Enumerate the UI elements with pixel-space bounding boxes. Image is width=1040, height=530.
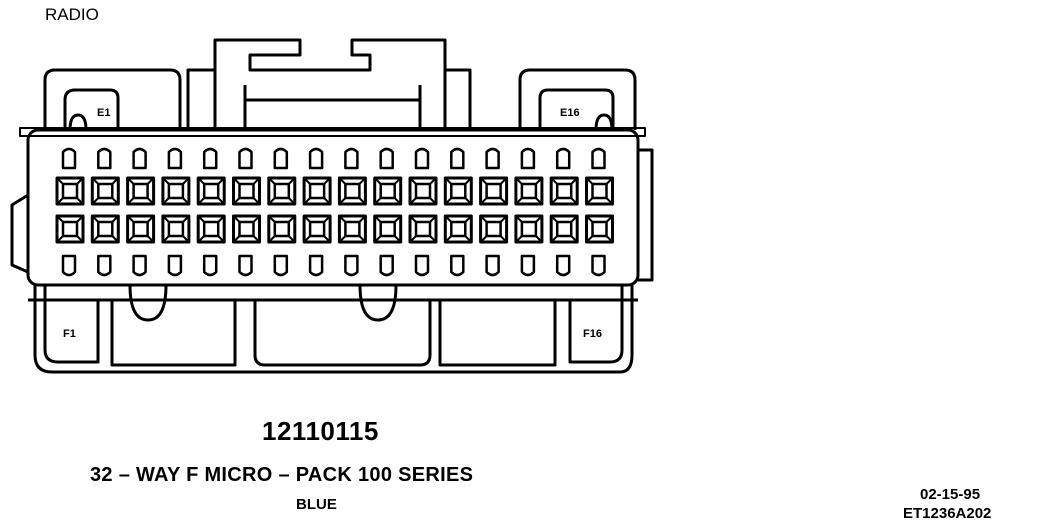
diagram-code: ET1236A202	[903, 505, 992, 522]
pin-cavity	[196, 214, 226, 244]
right-side-latch	[638, 148, 654, 282]
pin-latch-slot	[591, 147, 606, 170]
pin-cavity	[232, 214, 261, 244]
pin-latch-slot	[97, 147, 112, 170]
pin-cavity	[161, 214, 191, 244]
pin-cavity	[549, 176, 579, 206]
pin-latch-slot	[273, 147, 289, 170]
pin-cavity	[373, 214, 403, 244]
pin-label-e16: E16	[560, 107, 580, 119]
pin-cavity	[126, 176, 156, 206]
pin-latch-slot	[555, 254, 571, 277]
pin-cavity	[90, 176, 120, 206]
pin-latch-slot	[344, 147, 359, 170]
pin-cavity	[337, 214, 367, 244]
pin-latch-slot	[591, 254, 606, 277]
pin-latch-slot	[61, 147, 77, 170]
pin-cavity	[90, 214, 120, 244]
connector-description: 32 – WAY F MICRO – PACK 100 SERIES	[90, 464, 474, 486]
pin-cavity	[514, 214, 544, 244]
pin-latch-slot	[344, 254, 359, 277]
pin-latch-slot	[167, 147, 183, 170]
pin-latch-slot	[308, 254, 324, 277]
pin-cavity	[549, 214, 579, 244]
pin-cavity	[585, 214, 614, 244]
pin-cavity	[267, 214, 297, 244]
pin-latch-slot	[485, 147, 500, 170]
pin-latch-slot	[520, 254, 536, 277]
pin-cavity	[302, 214, 332, 244]
pin-latch-slot	[450, 254, 465, 277]
pin-latch-slot	[273, 254, 289, 277]
pin-latch-slot	[414, 254, 430, 277]
pin-latch-slot	[379, 254, 394, 277]
pin-cavity	[479, 176, 509, 206]
pin-cavity	[267, 176, 297, 206]
pin-latch-slot	[97, 254, 112, 277]
pin-label-f1: F1	[63, 328, 76, 340]
pin-latch-slot	[414, 147, 430, 170]
pin-latch-slot	[485, 254, 500, 277]
connector-color: BLUE	[296, 496, 337, 513]
pin-cavity	[232, 176, 261, 206]
diagram-date: 02-15-95	[920, 486, 981, 503]
top-latch	[186, 38, 472, 130]
part-number: 12110115	[262, 416, 379, 446]
pin-latch-slot	[555, 147, 571, 170]
pin-cavity	[55, 214, 85, 244]
pin-latch-slot	[132, 147, 147, 170]
pin-latch-slot	[450, 147, 465, 170]
pin-cavity	[443, 176, 473, 206]
pin-label-e1: E1	[97, 107, 110, 119]
pin-latch-slot	[238, 254, 253, 277]
pin-latch-slot	[167, 254, 183, 277]
connector-diagram: E1 E16 F1 F16	[10, 38, 654, 374]
pin-cavity	[161, 176, 191, 206]
pin-cavity	[585, 176, 614, 206]
left-side-latch	[10, 193, 29, 274]
pin-cavity	[337, 176, 367, 206]
pin-latch-slot	[132, 254, 147, 277]
pin-cavity	[55, 176, 85, 206]
pin-latch-slot	[61, 254, 77, 277]
pin-latch-slot	[202, 147, 218, 170]
pin-cavity	[126, 214, 156, 244]
connector-body	[26, 128, 640, 287]
pin-cavity	[479, 214, 509, 244]
pin-cavity	[408, 176, 438, 206]
pin-cavity	[196, 176, 226, 206]
lower-shroud	[28, 284, 638, 374]
pin-latch-slot	[379, 147, 394, 170]
pin-cavity	[443, 214, 473, 244]
pin-latch-slot	[238, 147, 253, 170]
pin-cavity	[302, 176, 332, 206]
upper-ears	[43, 68, 637, 130]
pin-cavity	[408, 214, 438, 244]
pin-cavity	[373, 176, 403, 206]
pin-latch-slot	[308, 147, 324, 170]
pin-latch-slot	[202, 254, 218, 277]
pin-latch-slot	[520, 147, 536, 170]
connector-title: RADIO	[45, 5, 99, 24]
pin-cavity	[514, 176, 544, 206]
pin-label-f16: F16	[583, 328, 602, 340]
pin-grid	[55, 147, 614, 277]
